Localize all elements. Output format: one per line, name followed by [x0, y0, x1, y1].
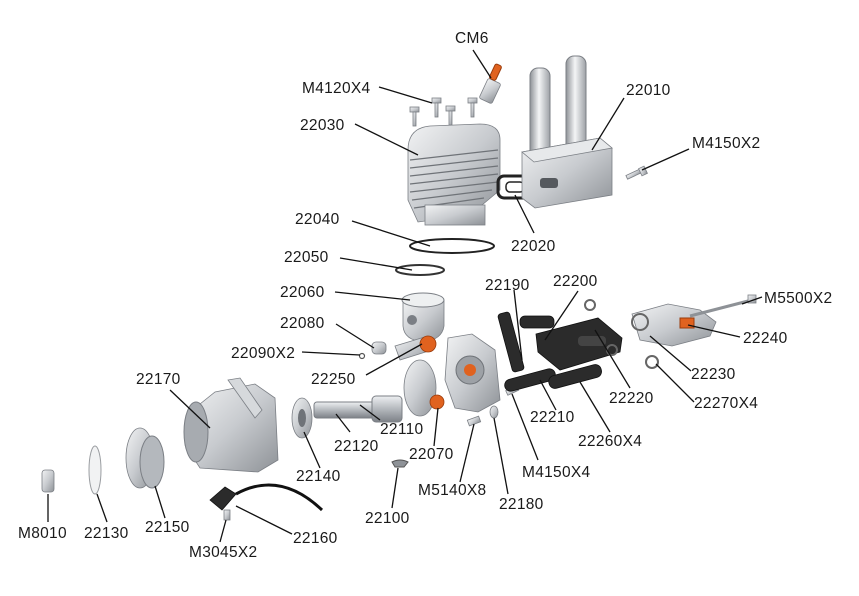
- front-crankcase-22070: [444, 333, 501, 413]
- label-22220: 22220: [609, 390, 654, 407]
- label-22120: 22120: [334, 438, 379, 455]
- key-22100: [391, 459, 409, 468]
- label-22210: 22210: [530, 409, 575, 426]
- ignition-sensor-22160: [209, 483, 324, 512]
- part-labels: CM6 M4120X4 22030 22010 M4150X2 22040 22…: [18, 30, 832, 561]
- cylinder-22030: [407, 123, 501, 226]
- head-screws-m4120x4: [409, 97, 478, 127]
- label-m4150x4: M4150X4: [522, 464, 591, 481]
- label-m4120x4: M4120X4: [302, 80, 371, 97]
- label-m5500x2: M5500X2: [764, 290, 832, 307]
- rubber-mount-22210: [504, 368, 556, 392]
- label-22080: 22080: [280, 315, 325, 332]
- washer-22270x4: [645, 355, 659, 369]
- washer-top: [584, 299, 596, 311]
- crankcase-22170: [183, 377, 279, 473]
- label-cm6: CM6: [455, 30, 489, 47]
- label-22270x4: 22270X4: [694, 395, 758, 412]
- piston-pin-22080: [371, 341, 387, 355]
- label-22130: 22130: [84, 525, 129, 542]
- pin-clip-22090x2: [358, 352, 366, 360]
- muffler-screw-m4150x2: [625, 165, 648, 180]
- washer-22130: [88, 445, 102, 495]
- intake-frame-22190: [497, 311, 555, 373]
- prop-hub-22150: [125, 427, 165, 489]
- leader-lines: [47, 49, 763, 543]
- screw-m3045x2: [223, 509, 231, 521]
- nut-m8010: [41, 469, 55, 493]
- bearing-22140: [291, 397, 313, 439]
- label-22030: 22030: [300, 117, 345, 134]
- bolt-m5500x2: [689, 294, 757, 318]
- bushing-22180: [489, 405, 499, 419]
- label-22250: 22250: [311, 371, 356, 388]
- label-m8010: M8010: [18, 525, 67, 542]
- label-22060: 22060: [280, 284, 325, 301]
- label-m4150x2: M4150X2: [692, 135, 760, 152]
- label-22100: 22100: [365, 510, 410, 527]
- spark-plug-cm6: [479, 63, 502, 104]
- carburetor-22240: [631, 303, 717, 347]
- label-22090x2: 22090X2: [231, 345, 295, 362]
- label-22180: 22180: [499, 496, 544, 513]
- label-22160: 22160: [293, 530, 338, 547]
- base-gasket-22040: [409, 238, 495, 254]
- label-22260x4: 22260X4: [578, 433, 642, 450]
- label-22040: 22040: [295, 211, 340, 228]
- label-m5140x8: M5140X8: [418, 482, 486, 499]
- label-22150: 22150: [145, 519, 190, 536]
- reed-block-22200: [535, 317, 623, 371]
- label-22170: 22170: [136, 371, 181, 388]
- crank-web-22110: [403, 359, 445, 417]
- label-22200: 22200: [553, 273, 598, 290]
- label-22070: 22070: [409, 446, 454, 463]
- label-22110: 22110: [380, 421, 424, 438]
- screw-m5140x8: [466, 415, 482, 427]
- label-22230: 22230: [691, 366, 736, 383]
- muffler-22010: [521, 55, 613, 209]
- label-22140: 22140: [296, 468, 341, 485]
- rubber-mount-22260x4: [548, 364, 602, 389]
- label-22010: 22010: [626, 82, 671, 99]
- piston-ring-22050: [395, 264, 445, 276]
- label-22190: 22190: [485, 277, 530, 294]
- label-22240: 22240: [743, 330, 788, 347]
- crankshaft-22120: [313, 395, 403, 423]
- label-22050: 22050: [284, 249, 329, 266]
- label-m3045x2: M3045X2: [189, 544, 257, 561]
- label-22020: 22020: [511, 238, 556, 255]
